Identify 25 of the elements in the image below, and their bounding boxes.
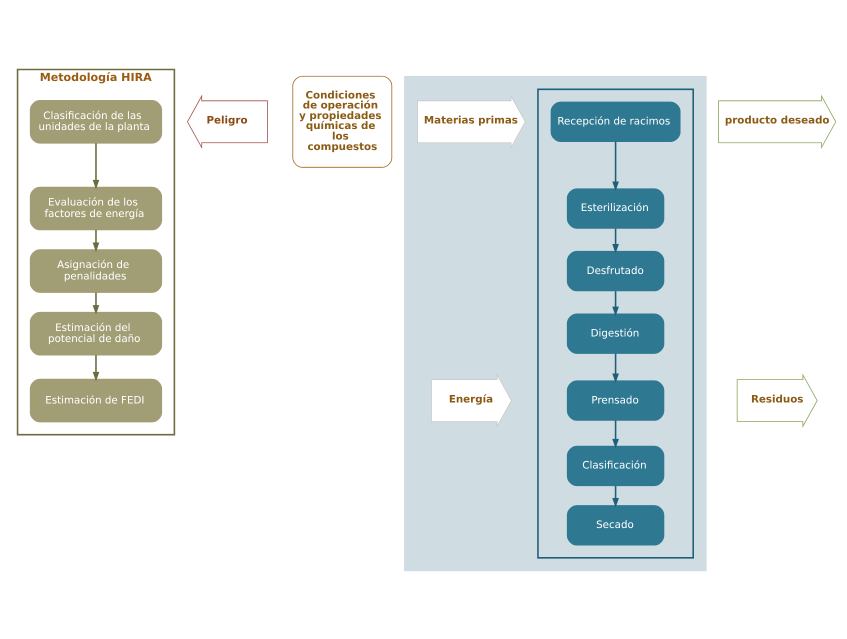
arrow — [612, 290, 619, 316]
cluster — [404, 75, 707, 571]
arrow — [92, 229, 100, 252]
arrow — [612, 141, 619, 191]
arrow — [92, 354, 100, 381]
cluster — [537, 88, 694, 558]
node-box: Clasificación de las unidades de la planta — [30, 100, 162, 144]
node-box: Condiciones de operación y propiedades químicas de los compuestos — [292, 75, 392, 168]
node-box: Prensado — [566, 380, 664, 420]
arrow — [92, 292, 100, 314]
node-box: Estimación del potencial de daño — [30, 311, 162, 355]
arrow — [612, 486, 619, 508]
node-box: Esterilización — [566, 188, 664, 228]
node-box: Evaluación de los factores de energía — [30, 186, 162, 230]
node-box: Secado — [566, 504, 664, 546]
node-box: Clasificación — [566, 445, 664, 486]
arrow — [612, 420, 619, 448]
node-box: Asignación de penalidades — [30, 248, 162, 292]
arrow — [92, 142, 100, 189]
node-box: Recepción de racimos — [550, 101, 681, 142]
node-box: Desfrutado — [566, 250, 664, 291]
arrow — [612, 353, 619, 383]
arrow — [612, 228, 619, 254]
node-box: Estimación de FEDI — [30, 378, 162, 422]
node-box: Digestión — [566, 312, 664, 354]
